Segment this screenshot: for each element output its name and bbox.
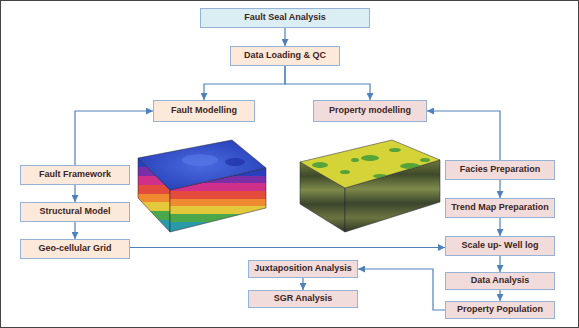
box-label: Facies Preparation	[460, 165, 541, 175]
process-box: Juxtaposition Analysis	[248, 260, 358, 278]
box-label: Property Population	[457, 305, 543, 315]
flow-arrow	[74, 222, 75, 239]
box-label: Juxtaposition Analysis	[254, 264, 352, 274]
process-box: Property Population	[445, 301, 555, 319]
process-box: Property modelling	[313, 100, 427, 122]
process-box: Geo-cellular Grid	[20, 239, 130, 259]
box-label: Data Loading & QC	[244, 51, 326, 61]
flow-arrow	[284, 28, 285, 46]
flow-arrow	[427, 111, 500, 160]
process-box: Structural Model	[20, 202, 130, 222]
flow-arrow	[499, 290, 500, 301]
process-box: Scale up- Well log	[445, 236, 555, 256]
process-box: Fault Framework	[20, 165, 130, 185]
flow-arrow	[130, 247, 445, 248]
box-label: Fault Framework	[39, 170, 111, 180]
box-label: Fault Seal Analysis	[244, 13, 326, 23]
process-box: Fault Modelling	[153, 100, 255, 122]
process-box: Facies Preparation	[445, 160, 555, 180]
flow-arrow	[499, 256, 500, 272]
flow-arrow	[358, 269, 445, 310]
box-label: Geo-cellular Grid	[38, 244, 111, 254]
box-label: Data Analysis	[471, 276, 530, 286]
box-label: SGR Analysis	[274, 294, 333, 304]
box-label: Scale up- Well log	[462, 241, 539, 251]
process-box: SGR Analysis	[248, 290, 358, 308]
flow-arrow	[74, 185, 75, 202]
flow-arrow	[204, 66, 285, 100]
box-label: Trend Map Preparation	[451, 203, 549, 213]
process-box: Trend Map Preparation	[445, 198, 555, 218]
flow-arrow	[302, 278, 303, 290]
fault-model-block	[138, 140, 266, 232]
flow-arrow	[285, 66, 370, 100]
property-model-block	[300, 140, 440, 232]
flow-arrow	[75, 111, 153, 165]
flow-arrow	[499, 218, 500, 236]
flow-arrow	[499, 180, 500, 198]
process-box: Data Loading & QC	[230, 46, 340, 66]
box-label: Property modelling	[329, 106, 411, 116]
box-label: Structural Model	[39, 207, 110, 217]
process-box: Fault Seal Analysis	[200, 8, 370, 28]
box-label: Fault Modelling	[171, 106, 237, 116]
process-box: Data Analysis	[445, 272, 555, 290]
